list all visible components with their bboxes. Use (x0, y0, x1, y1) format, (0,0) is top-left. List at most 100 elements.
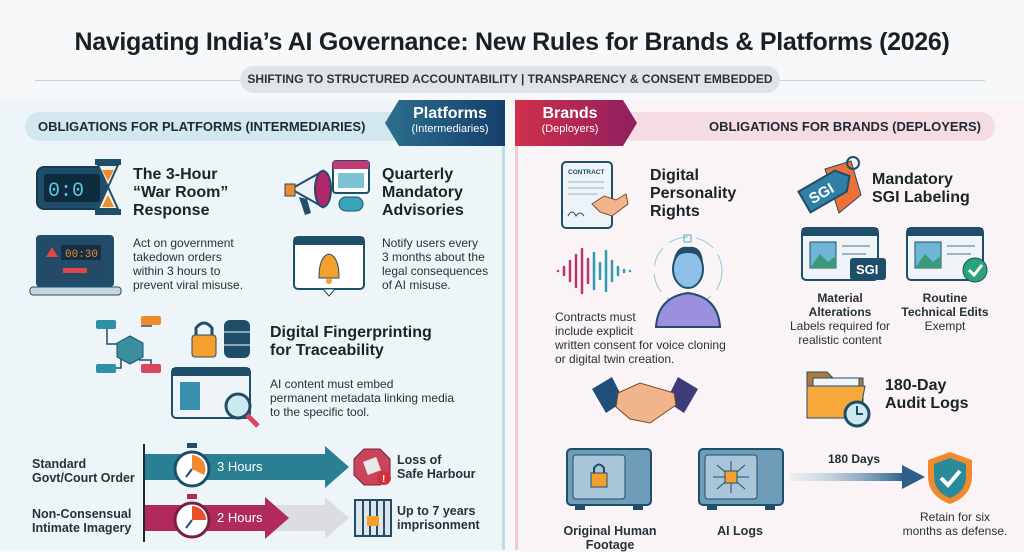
magnifier-window-icon (171, 367, 260, 428)
vault-label-ai-logs: AI Logs (717, 524, 763, 538)
network-diagram-icon (96, 316, 161, 373)
labeled-image-window-icon: SGI (801, 227, 886, 281)
desc-line: Act on government (133, 236, 234, 250)
line: realistic content (798, 333, 882, 347)
megaphone-calendar-icon (284, 160, 370, 215)
desc-line: takedown orders (133, 250, 222, 264)
divider (35, 80, 240, 81)
digital-face-icon (653, 234, 723, 328)
title-line: 180-Day (885, 377, 947, 394)
line: Routine (922, 291, 968, 305)
title-line: Digital Fingerprinting (270, 324, 432, 341)
title-line: for Traceability (270, 342, 384, 359)
timeline-axis (143, 444, 145, 542)
desc-line: legal consequences (382, 264, 489, 278)
contract-label: CONTRACT (568, 169, 604, 176)
vault-lock-icon (566, 448, 652, 510)
platforms-tab-title: Platforms (413, 105, 487, 122)
desc-line: to the specific tool. (270, 405, 370, 419)
title-line: Mandatory (382, 184, 463, 201)
line: months as defense. (902, 524, 1008, 538)
title-line: Quarterly (382, 166, 454, 183)
title-line: “War Room” (133, 184, 229, 201)
stopwatch-icon (173, 494, 211, 539)
handshake-icon (592, 377, 698, 424)
vault-label-footage: Original Human Footage (563, 524, 657, 552)
brands-header: OBLIGATIONS FOR BRANDS (DEPLOYERS) (620, 112, 995, 141)
desc-line: of AI misuse. (382, 278, 451, 292)
page-title: Navigating India’s AI Governance: New Ru… (74, 28, 950, 56)
prison-bars-icon (354, 499, 392, 537)
platforms-header: OBLIGATIONS FOR PLATFORMS (INTERMEDIARIE… (25, 112, 405, 141)
brands-tab: Brands(Deployers) (515, 100, 637, 146)
vault-chip-icon (698, 448, 784, 510)
desc-line: prevent viral misuse. (133, 278, 244, 292)
title-line: Digital (650, 167, 699, 184)
label-line: Govt/Court Order (32, 471, 135, 485)
contract-handshake-icon: CONTRACT (561, 161, 629, 229)
item-title-war-room: The 3-Hour“War Room”Response (133, 166, 228, 220)
laptop-alert-icon: 00:30 (29, 235, 122, 296)
line: Loss of (397, 453, 442, 467)
approved-image-window-icon (906, 227, 988, 283)
desc-line: AI content must embed (270, 377, 394, 391)
desc-line: include explicit (555, 324, 634, 338)
title-line: Response (133, 202, 210, 219)
line: Up to 7 years (397, 504, 476, 518)
title-line: Personality (650, 185, 737, 202)
laptop-timer-text: 00:30 (65, 249, 98, 261)
sgi-badge: SGI (856, 262, 878, 277)
desc-line: Notify users every (382, 236, 479, 250)
title-line: Rights (650, 203, 700, 220)
retention-arrow (790, 465, 925, 489)
title-line: Mandatory (872, 171, 953, 188)
line: Labels required for (789, 319, 891, 333)
title-line: Advisories (382, 202, 464, 219)
desc-line: 3 months about the (382, 250, 485, 264)
title-line: The 3-Hour (133, 166, 218, 183)
platforms-tab-sub: (Intermediaries) (411, 123, 489, 135)
line: imprisonment (397, 518, 480, 532)
divider (780, 80, 985, 81)
brands-tab-sub: (Deployers) (541, 123, 599, 135)
duration-3-hours: 3 Hours (217, 459, 263, 474)
sgi-tag-icon: SGI (797, 156, 862, 214)
brands-tab-title: Brands (542, 105, 598, 122)
line: Safe Harbour (397, 467, 476, 481)
duration-2-hours: 2 Hours (217, 510, 263, 525)
desc-line: or digital twin creation. (555, 352, 675, 366)
retention-duration: 180 Days (828, 452, 881, 466)
stop-sign-alert-icon: ! (353, 448, 391, 486)
platforms-tab: Platforms(Intermediaries) (385, 100, 505, 146)
folder-clock-icon (806, 371, 871, 428)
line: Retain for six (919, 510, 991, 524)
bell-window-icon (293, 236, 365, 297)
subtitle-banner: SHIFTING TO STRUCTURED ACCOUNTABILITY | … (240, 66, 780, 93)
title-line: SGI Labeling (872, 189, 970, 206)
soundwave-icon (556, 247, 632, 295)
desc-line: Contracts must (555, 310, 636, 324)
line: Material (817, 291, 863, 305)
label-line: Non-Consensual (32, 507, 132, 521)
desc-line: written consent for voice cloning (555, 338, 726, 352)
line: Exempt (924, 319, 966, 333)
label-line: Standard (32, 457, 87, 471)
clock-text: 0:0 (48, 180, 84, 203)
shield-check-icon (928, 452, 972, 504)
label-line: Intimate Imagery (32, 521, 132, 535)
clock-hourglass-icon: 0:0 (36, 159, 121, 215)
title-line: Audit Logs (885, 395, 969, 412)
line: Alterations (808, 305, 872, 319)
